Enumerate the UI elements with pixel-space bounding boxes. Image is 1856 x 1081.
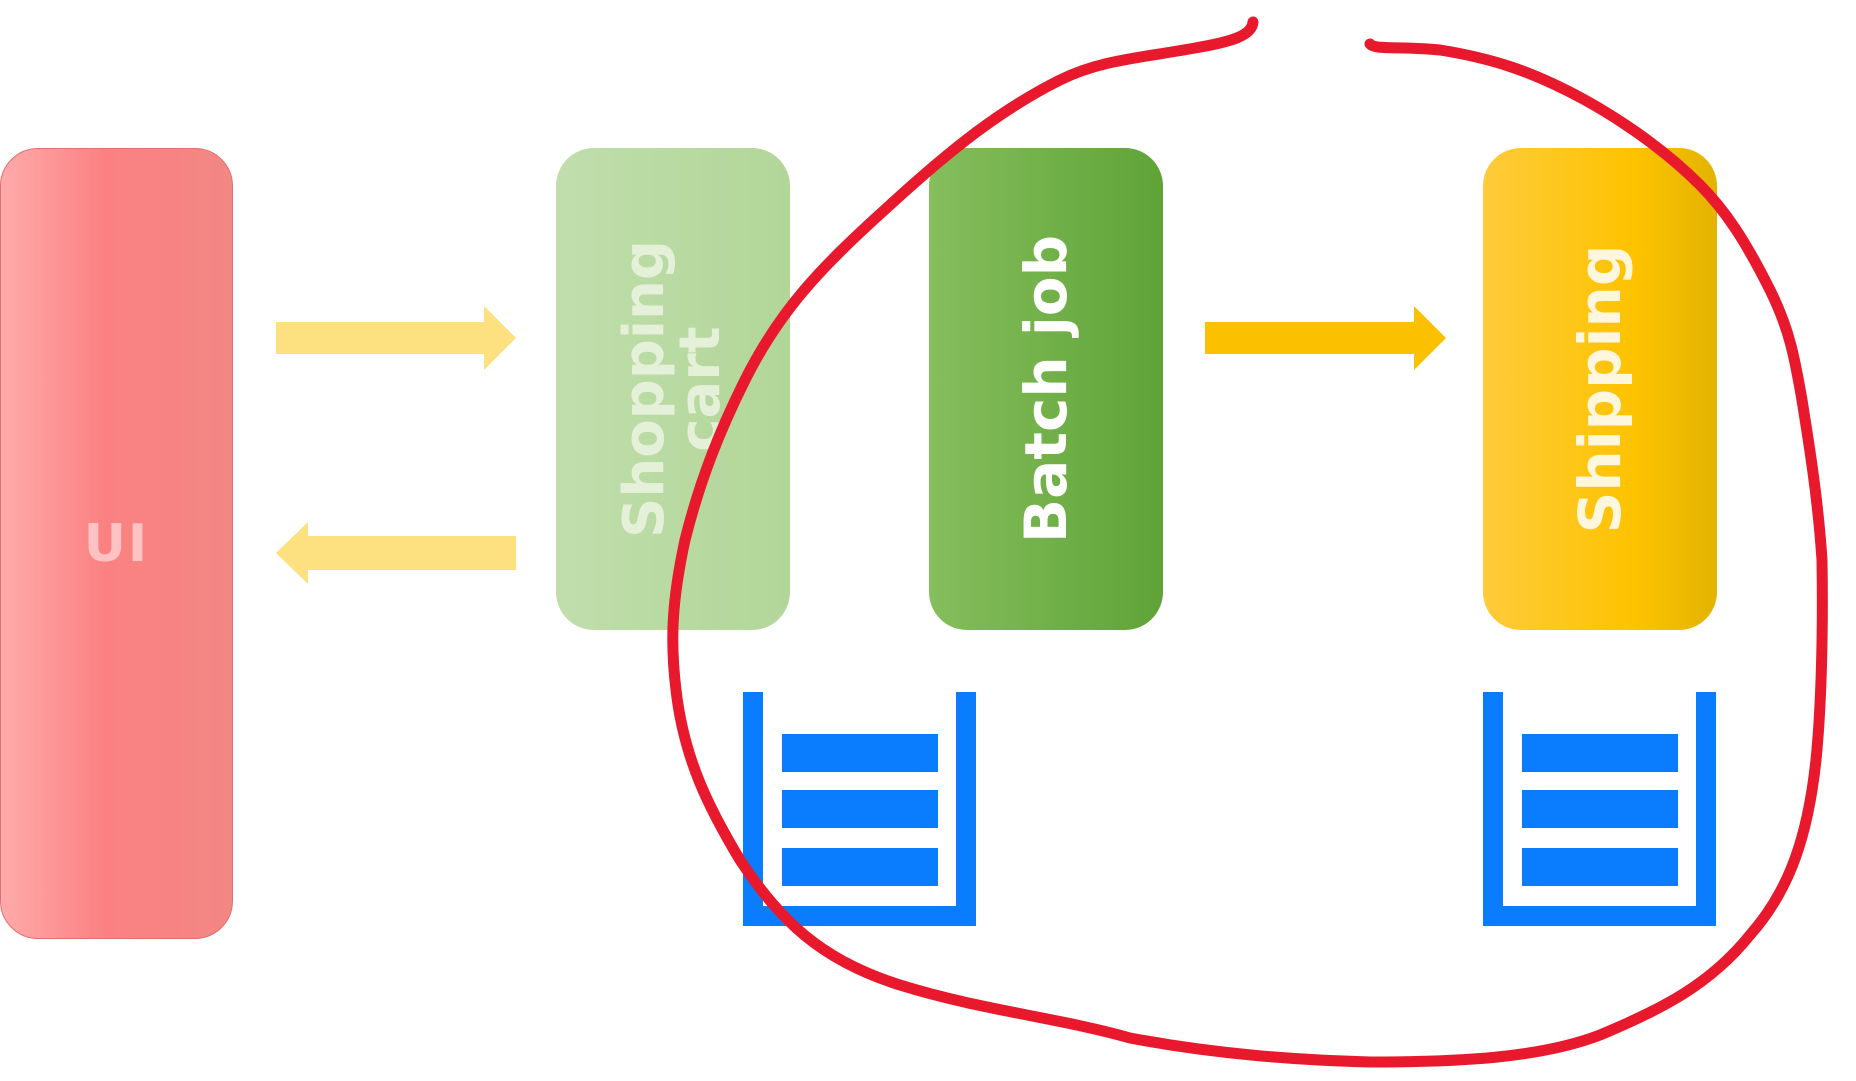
shipping-block: Shipping	[1483, 148, 1717, 630]
queue-item	[1522, 848, 1678, 886]
shipping-queue-icon	[1483, 692, 1716, 926]
arrow-batch-to-shipping	[1205, 306, 1446, 370]
queue-item	[782, 848, 938, 886]
batch-queue-icon	[743, 692, 976, 926]
ui-block: UI	[0, 148, 233, 939]
ui-label: UI	[83, 513, 150, 574]
batch-job-block: Batch job	[929, 148, 1163, 630]
arrow-ui-to-cart	[276, 306, 516, 370]
queue-item	[782, 790, 938, 828]
queue-item	[1522, 734, 1678, 772]
queue-item	[782, 734, 938, 772]
red-loop-annotation	[667, 16, 1828, 1068]
queue-item	[1522, 790, 1678, 828]
arrow-cart-to-ui	[276, 522, 516, 584]
shopping-cart-block: Shopping cart	[556, 148, 790, 630]
